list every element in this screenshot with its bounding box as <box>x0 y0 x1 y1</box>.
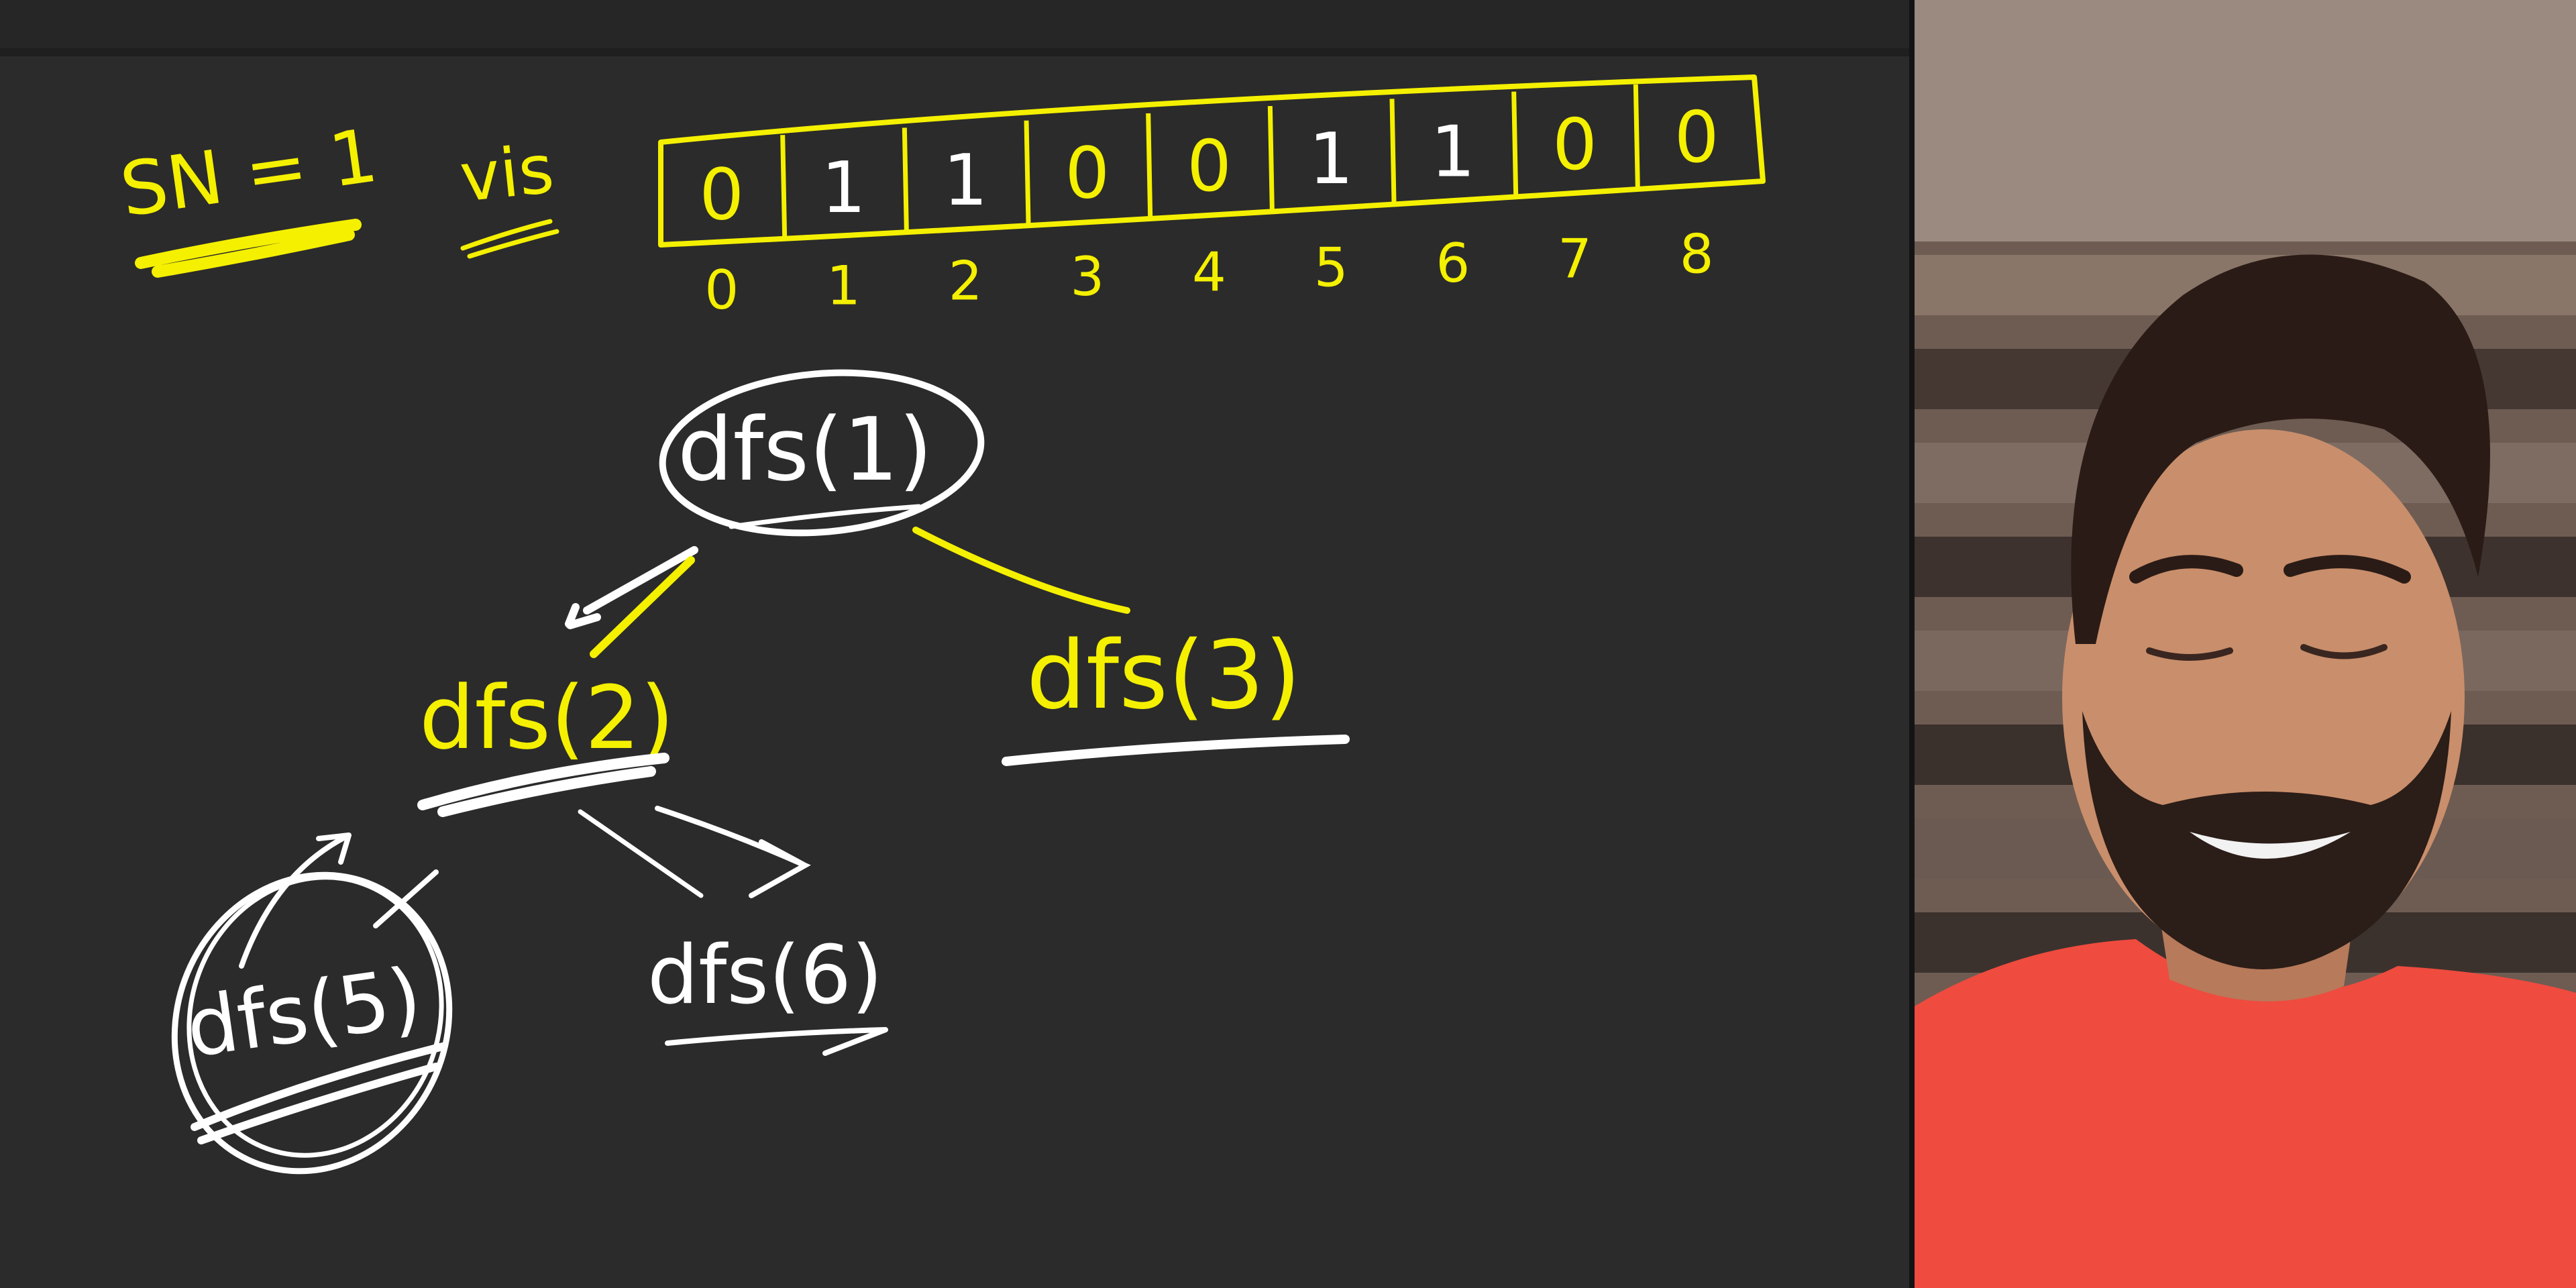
tree-node-left-label: dfs(2) <box>419 667 674 769</box>
tree-node-left-right-label: dfs(6) <box>647 929 883 1022</box>
tree-node-left-left: dfs(5) <box>171 871 453 1175</box>
vis-index-label: 0 <box>704 259 739 321</box>
presenter-hair <box>2071 254 2490 644</box>
vis-index-label: 3 <box>1070 246 1104 308</box>
board-toolbar <box>0 0 1909 56</box>
vis-cell-value: 1 <box>1309 118 1354 200</box>
vis-cell-value: 0 <box>1187 125 1232 207</box>
tree-node-left-right: dfs(6) <box>647 929 888 1056</box>
presenter-shirt <box>1915 939 2576 1288</box>
vis-index-label: 6 <box>1436 232 1470 294</box>
vis-cell-value: 1 <box>1430 111 1475 193</box>
vis-cell-value: 0 <box>1552 104 1597 186</box>
tree-node-right-label: dfs(3) <box>1026 621 1301 731</box>
vis-cell-value: 0 <box>1065 133 1110 215</box>
vis-cell-divider <box>1511 91 1519 196</box>
vis-index-label: 4 <box>1192 241 1226 303</box>
tree-node-root-label: dfs(1) <box>678 398 932 500</box>
vis-label: vis <box>456 129 557 217</box>
vis-cell-value: 1 <box>943 140 988 221</box>
vis-index-label: 8 <box>1680 223 1714 286</box>
vis-cell-value: 0 <box>699 154 744 236</box>
start-node-underline <box>135 219 362 278</box>
panel-divider <box>1909 0 1915 1288</box>
presenter-beard <box>2082 711 2451 969</box>
vis-cell-divider <box>1389 99 1397 203</box>
vis-index-label: 1 <box>826 254 861 317</box>
vis-index-label: 5 <box>1314 237 1348 299</box>
vis-cell-value: 1 <box>821 147 866 229</box>
start-node-label: SN = 1 <box>115 113 382 233</box>
vis-cell-divider <box>1633 84 1640 189</box>
tree-edges <box>239 527 1130 969</box>
presenter-webcam <box>1915 0 2576 1288</box>
vis-index-label: 7 <box>1558 227 1592 290</box>
vis-cell-divider <box>780 135 788 238</box>
tree-node-left: dfs(2) <box>417 667 674 817</box>
presenter-video-frame <box>1915 0 2576 1288</box>
vis-cell-divider <box>1267 106 1275 210</box>
tree-node-root: dfs(1) <box>659 369 985 537</box>
vis-cell-divider <box>902 127 909 231</box>
vis-cell-value: 0 <box>1674 97 1719 178</box>
vis-cell-divider <box>1146 113 1153 217</box>
tree-node-right: dfs(3) <box>1002 621 1350 766</box>
vis-cell-divider <box>1024 120 1031 224</box>
vis-underline <box>460 219 559 259</box>
vis-index-label: 2 <box>949 250 983 313</box>
